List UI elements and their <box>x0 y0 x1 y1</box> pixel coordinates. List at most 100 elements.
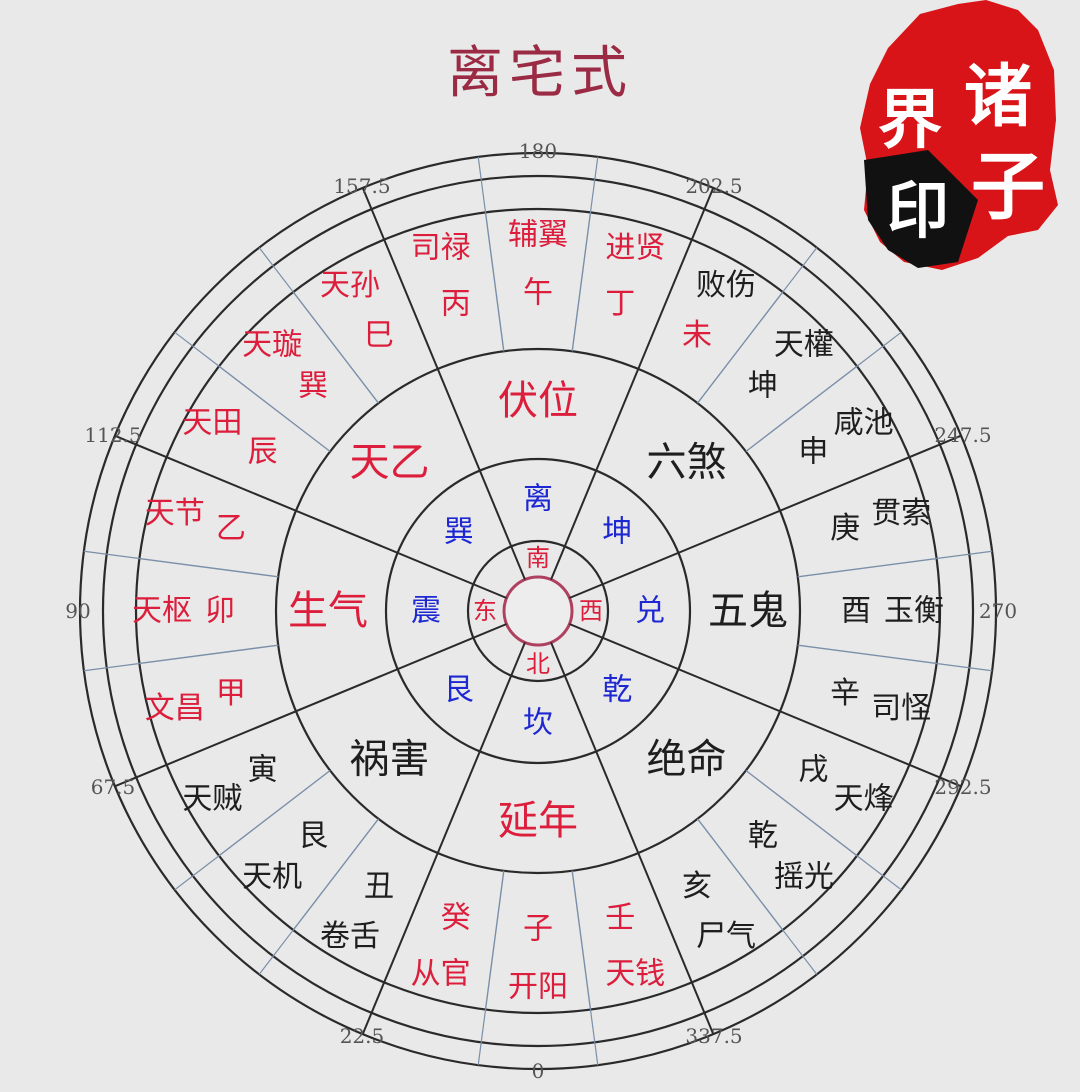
mountain-label: 艮 <box>298 818 328 853</box>
outer-tick <box>856 855 902 891</box>
mountain-divider <box>292 818 380 931</box>
mountain-divider <box>696 291 784 404</box>
outer-star-label: 天机 <box>242 859 302 894</box>
star-label: 生气 <box>288 588 368 634</box>
mountain-label: 午 <box>523 276 553 311</box>
direction-label: 西 <box>579 597 603 625</box>
mountain-label: 申 <box>798 435 828 470</box>
outer-tick <box>589 156 599 213</box>
trigram-label: 乾 <box>602 673 632 708</box>
mountain-label: 巽 <box>298 369 328 404</box>
mountain-divider <box>745 365 858 453</box>
seal-char: 子 <box>971 144 1045 230</box>
sector-divider <box>550 642 715 1035</box>
mountain-label: 戌 <box>798 753 828 788</box>
sector-divider <box>114 623 507 788</box>
ring-mountains <box>134 207 942 1015</box>
mountain-label: 乙 <box>216 511 246 546</box>
outer-star-label: 摇光 <box>774 859 834 894</box>
mountain-divider <box>139 557 279 578</box>
mountain-label: 甲 <box>216 676 246 711</box>
mountain-label: 丁 <box>605 286 635 321</box>
degree-label: 292.5 <box>934 775 991 799</box>
degree-label: 270 <box>979 599 1017 623</box>
outer-star-label: 从官 <box>411 957 471 992</box>
outer-star-label: 天田 <box>182 406 242 441</box>
outer-tick <box>174 331 220 367</box>
outer-star-label: 开阳 <box>508 970 568 1005</box>
outer-star-label: 辅翼 <box>508 218 568 253</box>
degree-label: 90 <box>65 599 90 623</box>
outer-tick <box>83 662 140 672</box>
degree-label: 0 <box>532 1059 545 1083</box>
mountain-divider <box>139 644 279 665</box>
mountain-divider <box>797 644 937 665</box>
outer-tick <box>782 247 818 293</box>
mountain-label: 未 <box>682 318 712 353</box>
outer-tick <box>174 855 220 891</box>
degree-label: 202.5 <box>685 174 742 198</box>
outer-tick <box>477 1009 487 1066</box>
outer-star-label: 玉衡 <box>884 594 944 629</box>
mountain-divider <box>484 212 505 352</box>
trigram-label: 兑 <box>635 594 665 629</box>
star-label: 绝命 <box>646 736 726 782</box>
star-label: 天乙 <box>350 440 430 486</box>
direction-label: 东 <box>473 597 497 625</box>
ring-trigrams <box>384 457 692 765</box>
degree-label: 112.5 <box>84 423 141 447</box>
mountain-divider <box>696 818 784 931</box>
seal-char: 印 <box>887 174 949 247</box>
direction-label: 南 <box>526 544 550 572</box>
star-label: 延年 <box>498 798 578 844</box>
outer-tick <box>477 156 487 213</box>
outer-star-label: 天烽 <box>834 782 894 817</box>
mountain-label: 乾 <box>748 818 778 853</box>
direction-label: 北 <box>526 650 550 678</box>
sector-divider <box>569 623 962 788</box>
outer-star-label: 天钱 <box>605 957 665 992</box>
sector-divider <box>569 434 962 599</box>
outer-star-label: 卷舌 <box>320 919 380 954</box>
outer-star-label: 天枢 <box>132 594 192 629</box>
star-label: 祸害 <box>350 736 430 782</box>
ring-stars <box>274 347 802 875</box>
mountain-label: 寅 <box>248 753 278 788</box>
mountain-divider <box>484 870 505 1010</box>
mountain-divider <box>745 769 858 857</box>
outer-star-label: 进贤 <box>605 230 665 265</box>
mountain-label: 丙 <box>441 286 471 321</box>
outer-star-label: 天璇 <box>242 328 302 363</box>
outer-tick <box>589 1009 599 1066</box>
trigram-label: 震 <box>411 594 441 629</box>
mountain-label: 坤 <box>748 369 778 404</box>
mountain-divider <box>292 291 380 404</box>
outer-star-label: 败伤 <box>696 268 756 303</box>
degree-label: 22.5 <box>340 1024 385 1048</box>
trigram-label: 离 <box>523 482 553 517</box>
outer-star-label: 尸气 <box>696 919 756 954</box>
diagram-title: 离宅式 <box>447 41 633 106</box>
sector-divider <box>114 434 507 599</box>
outer-star-label: 贯索 <box>871 496 931 531</box>
mountain-label: 卯 <box>205 594 235 629</box>
outer-star-label: 天權 <box>774 328 834 363</box>
mountain-label: 子 <box>523 912 553 947</box>
star-label: 伏位 <box>498 378 578 424</box>
outer-tick <box>936 662 993 672</box>
mountain-label: 亥 <box>682 869 712 904</box>
degree-label: 337.5 <box>685 1024 742 1048</box>
ring-outer <box>101 174 975 1048</box>
trigram-label: 坤 <box>602 514 632 549</box>
mountain-label: 丑 <box>364 869 394 904</box>
mountain-divider <box>571 212 592 352</box>
sector-divider <box>361 187 526 580</box>
ring-directions <box>466 539 610 683</box>
trigram-label: 巽 <box>444 514 474 549</box>
outer-star-label: 咸池 <box>834 406 894 441</box>
ring-outermost <box>78 151 998 1071</box>
outer-star-label: 天贼 <box>182 782 242 817</box>
sector-divider <box>361 642 526 1035</box>
mountain-label: 癸 <box>441 901 471 936</box>
trigram-label: 坎 <box>523 706 553 741</box>
